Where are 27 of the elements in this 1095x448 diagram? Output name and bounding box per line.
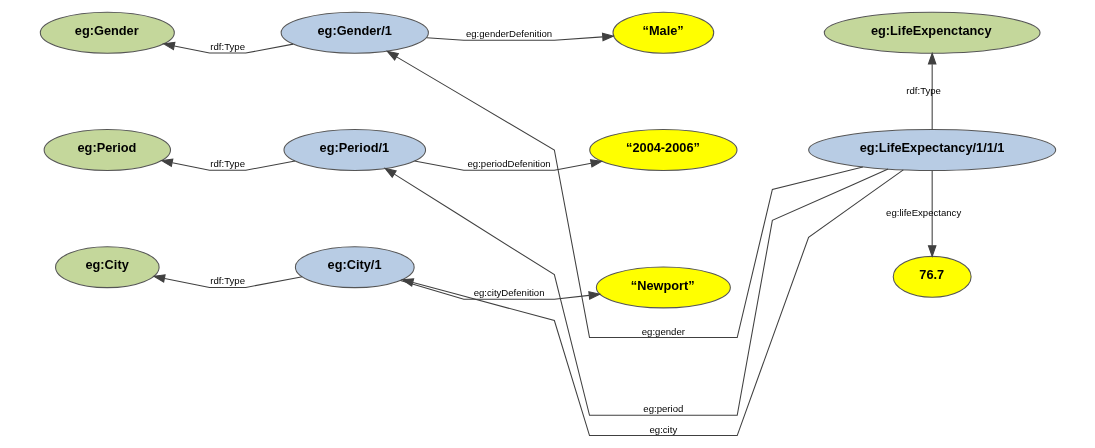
edge-label: eg:period bbox=[642, 403, 683, 415]
arrow bbox=[385, 50, 863, 339]
edge-label: rdf:Type bbox=[209, 41, 245, 53]
edge-label: eg:gender bbox=[641, 325, 685, 337]
arrow bbox=[161, 41, 294, 54]
edge-label: rdf:Type bbox=[905, 84, 941, 96]
arrow bbox=[159, 158, 296, 171]
arrow bbox=[413, 159, 603, 171]
edge-label: eg:genderDefenition bbox=[465, 28, 552, 40]
node-ellipse: eg:LifeExpectancy/1/1/1 bbox=[807, 129, 1056, 171]
arrow bbox=[927, 51, 937, 131]
edge-label: eg:cityDefenition bbox=[473, 287, 544, 299]
edge-label: eg:periodDefenition bbox=[467, 158, 551, 170]
edge-label: rdf:Type bbox=[209, 158, 245, 170]
node-ellipse: eg:LifeExpenctancy bbox=[823, 11, 1041, 54]
node-ellipse: eg:Period/1 bbox=[282, 129, 426, 171]
arrow bbox=[927, 170, 937, 259]
arrow bbox=[425, 32, 615, 42]
node-ellipse: eg:Gender/1 bbox=[280, 11, 429, 54]
edge-label: eg:lifeExpectancy bbox=[885, 206, 961, 218]
node-ellipse: “Male” bbox=[611, 11, 714, 54]
node-ellipse: eg:City bbox=[54, 246, 160, 289]
arrow bbox=[151, 274, 303, 288]
node-ellipse: “Newport” bbox=[595, 266, 731, 309]
node-ellipse: 76.7 bbox=[892, 255, 972, 298]
edge-label: eg:city bbox=[649, 423, 677, 435]
edge-label: rdf:Type bbox=[209, 275, 245, 287]
